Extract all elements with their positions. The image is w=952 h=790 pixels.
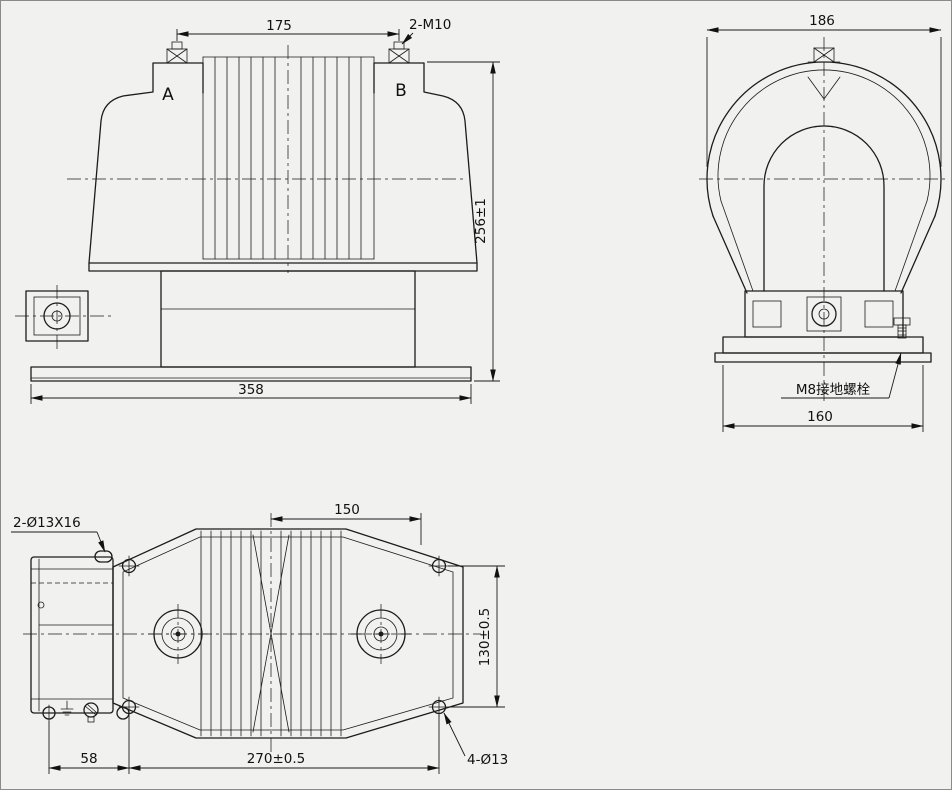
dim-text-hole-spacing-horizontal: 270±0.5 <box>247 751 306 767</box>
dim-height: 256±1 <box>427 61 500 382</box>
plan-view: 2-Ø13X16 150 130±0.5 4-Ø13 58 <box>11 502 508 774</box>
side-top-bolt-icon <box>807 47 841 63</box>
plan-ground-bolt-icon <box>83 702 99 723</box>
dim-terminal-spacing: 175 <box>176 18 400 41</box>
terminal-bolt-a-icon <box>166 41 188 64</box>
ground-symbol-icon <box>60 700 74 716</box>
callout-corner-holes: 4-Ø13 <box>443 712 508 768</box>
plan-insulator-ribs <box>200 530 342 737</box>
plan-corner-holes <box>118 555 450 718</box>
dim-side-base-width: 160 <box>722 365 924 432</box>
callout-text-ground-bolt: M8接地螺栓 <box>796 381 871 398</box>
dim-left-offset: 58 <box>48 715 130 774</box>
dim-side-top-width: 186 <box>706 13 942 167</box>
callout-text-corner-holes: 4-Ø13 <box>467 752 508 768</box>
plan-boss-right <box>351 604 411 664</box>
plan-terminal-box <box>30 556 130 723</box>
dim-text-left-offset: 58 <box>80 751 97 767</box>
dim-base-width: 358 <box>30 382 472 404</box>
dim-rib-width: 150 <box>270 502 422 545</box>
dim-text-terminal-spacing: 175 <box>266 18 292 34</box>
terminal-bolt-b-icon <box>388 41 410 64</box>
dim-text-height: 256±1 <box>473 198 489 244</box>
plan-body-outline <box>112 528 464 739</box>
side-base-assembly <box>714 290 932 363</box>
side-view: 186 M8接地螺栓 160 <box>699 13 949 432</box>
dim-text-side-base-width: 160 <box>807 409 833 425</box>
front-insulator-ribs <box>202 56 375 260</box>
terminal-label-b: B <box>395 81 407 101</box>
dim-text-rib-width: 150 <box>334 502 360 518</box>
dim-text-base-width: 358 <box>238 382 264 398</box>
dim-text-side-top-width: 186 <box>809 13 835 29</box>
front-terminal-bracket <box>15 285 111 349</box>
callout-text-terminal-bolts: 2-M10 <box>409 17 451 33</box>
front-view: A B 175 2-M10 256±1 358 <box>15 17 500 404</box>
callout-text-mounting-slots: 2-Ø13X16 <box>13 515 81 531</box>
plan-boss-left <box>148 604 208 664</box>
callout-mounting-slots: 2-Ø13X16 <box>11 515 106 553</box>
callout-terminal-bolts: 2-M10 <box>401 17 451 45</box>
front-tank-body <box>88 62 478 264</box>
terminal-label-a: A <box>162 85 174 105</box>
ground-bolt-icon <box>893 317 911 339</box>
dim-hole-spacing-vertical: 130±0.5 <box>448 565 505 708</box>
front-base-plate <box>30 366 472 382</box>
callout-ground-bolt: M8接地螺栓 <box>781 352 902 399</box>
dim-text-hole-spacing-vertical: 130±0.5 <box>477 608 493 667</box>
front-lower-body <box>88 262 478 368</box>
dim-hole-spacing-horizontal: 270±0.5 <box>128 715 440 774</box>
